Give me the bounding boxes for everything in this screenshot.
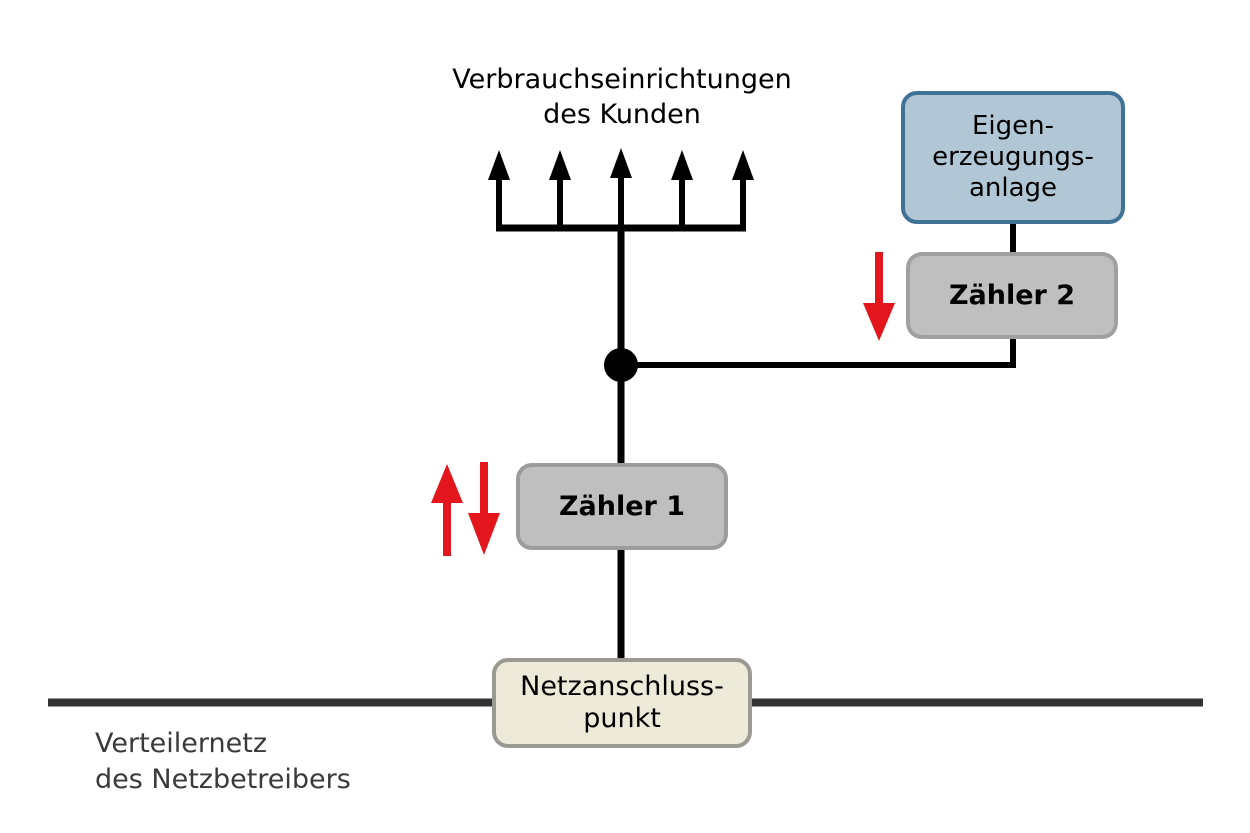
distribution-network-label: Verteilernetz des Netzbetreibers: [95, 728, 351, 795]
node-netzanschlusspunkt[interactable]: Netzanschluss- punkt: [492, 658, 752, 748]
node-zaehler-1[interactable]: Zähler 1: [516, 463, 728, 550]
node-zaehler-2[interactable]: Zähler 2: [906, 252, 1118, 339]
consumer-branch-4: [671, 150, 693, 231]
consumers-label: Verbrauchseinrichtungen des Kunden: [452, 64, 792, 131]
consumer-branch-2: [549, 150, 571, 231]
consumer-branch-5: [732, 150, 754, 231]
node-eigenerzeugungsanlage[interactable]: Eigen- erzeugungs- anlage: [901, 91, 1125, 224]
meter-1-import-arrow: [431, 464, 463, 556]
consumer-branch-1: [488, 150, 510, 231]
consumer-branch-3: [610, 148, 632, 231]
generator-feed-arrow: [863, 252, 895, 341]
meter-1-export-arrow: [468, 462, 500, 555]
